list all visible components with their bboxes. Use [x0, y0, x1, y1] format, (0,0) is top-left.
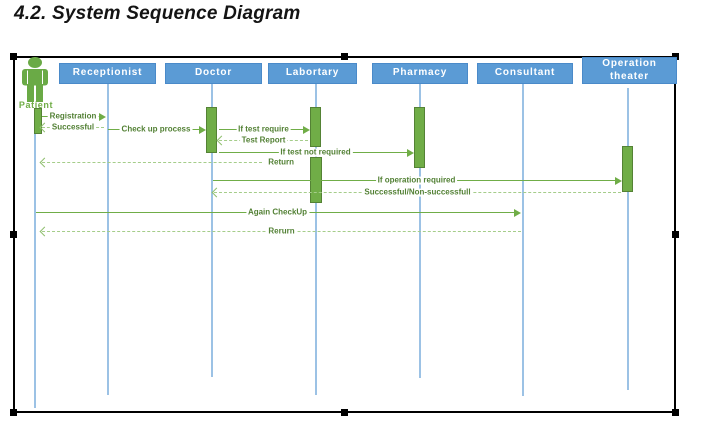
- arrowhead-icon: [303, 126, 310, 134]
- resize-handle-bottom-right[interactable]: [672, 409, 679, 416]
- message-if-test-require: If test require: [219, 125, 310, 134]
- participant-receptionist: Receptionist: [59, 63, 156, 84]
- activation-doctor: [206, 107, 217, 153]
- lifeline-doctor: [211, 84, 213, 377]
- lifeline-receptionist: [107, 84, 109, 395]
- resize-handle-mid-right[interactable]: [672, 231, 679, 238]
- resize-handle-bottom-left[interactable]: [10, 409, 17, 416]
- participant-operation-theater: Operation theater: [582, 57, 677, 84]
- section-title: 4.2. System Sequence Diagram: [14, 3, 301, 24]
- lifeline-consultant: [522, 84, 524, 396]
- resize-handle-mid-left[interactable]: [10, 231, 17, 238]
- arrowhead-icon: [615, 177, 622, 185]
- message-registration: Registration: [42, 112, 106, 121]
- resize-handle-bottom-center[interactable]: [341, 409, 348, 416]
- message-rerurn: Rerurn: [39, 226, 521, 237]
- patient-actor-icon: [22, 57, 48, 102]
- message-test-report: Test Report: [216, 135, 308, 146]
- message-successful: Successful: [39, 122, 104, 133]
- activation-operation-theater: [622, 146, 633, 192]
- activation-labortary-1: [310, 107, 321, 147]
- arrowhead-icon: [407, 149, 414, 157]
- message-if-test-not-required: If test not required: [219, 148, 414, 157]
- actor-label: Patient: [18, 100, 54, 110]
- resize-handle-top-left[interactable]: [10, 53, 17, 60]
- lifeline-operation-theater: [627, 88, 629, 390]
- arrowhead-icon: [514, 209, 521, 217]
- participant-doctor: Doctor: [165, 63, 262, 84]
- resize-handle-top-right[interactable]: [672, 53, 679, 60]
- message-check-up-process: Check up process: [108, 125, 206, 134]
- participant-labortary: Labortary: [268, 63, 357, 84]
- message-successful-non-successfull: Successful/Non-successfull: [211, 187, 621, 198]
- arrowhead-icon: [99, 113, 106, 121]
- participant-pharmacy: Pharmacy: [372, 63, 468, 84]
- message-return: Return: [39, 157, 296, 168]
- message-if-operation-required: If operation required: [213, 176, 622, 185]
- lifeline-labortary: [315, 84, 317, 395]
- activation-pharmacy: [414, 107, 425, 168]
- activation-patient: [34, 108, 42, 134]
- participant-consultant: Consultant: [477, 63, 573, 84]
- resize-handle-top-center[interactable]: [341, 53, 348, 60]
- diagram-canvas[interactable]: [13, 56, 676, 413]
- arrowhead-icon: [199, 126, 206, 134]
- message-again-checkup: Again CheckUp: [36, 208, 521, 217]
- lifeline-patient: [34, 108, 36, 408]
